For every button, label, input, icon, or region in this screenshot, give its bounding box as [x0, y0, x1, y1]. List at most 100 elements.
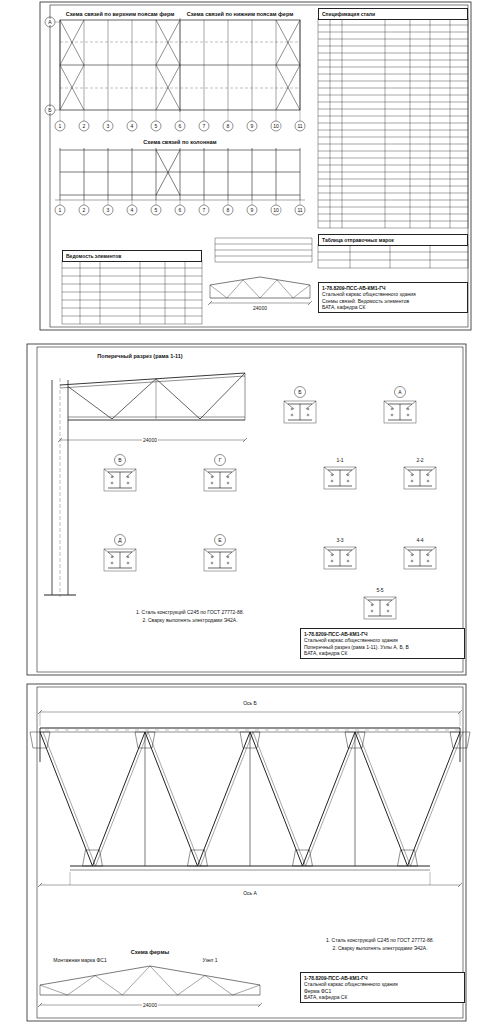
axis-leader: [300, 110, 301, 121]
axis-line: [60, 378, 61, 597]
sheet-inner-frame: [37, 347, 463, 672]
axis-leader: [204, 200, 205, 205]
axis-circle: [199, 121, 209, 131]
table-rule: [318, 151, 468, 152]
bolt: [347, 474, 349, 476]
axis-circle: [271, 121, 281, 131]
table-title: Ведомость элементов: [66, 253, 198, 259]
cross-brace: [276, 20, 300, 65]
diagonal: [200, 373, 245, 419]
drawing-code: 1-78.8209-ПСС-АБ-КМ1-ГЧ: [322, 285, 464, 291]
table-rule: [215, 256, 312, 257]
bolt: [331, 480, 333, 482]
weld-mark: [305, 730, 309, 731]
mid-post: [245, 373, 246, 420]
weld-mark: [345, 730, 349, 731]
bracing-plan: [45, 17, 305, 131]
dimension-line: [40, 885, 460, 886]
table-rule: [318, 25, 468, 26]
table-rule: [215, 250, 312, 251]
title-block: 1-78.8209-ПСС-АБ-КМ1-ГЧСтальной каркас о…: [300, 972, 465, 1003]
table-rule: [62, 284, 202, 285]
grid-line: [108, 20, 109, 110]
axis-leader: [276, 200, 277, 205]
dimension-tick: [458, 883, 462, 887]
title-block-text: Стальной каркас общественного здания: [304, 637, 461, 643]
weld-mark: [385, 730, 389, 731]
axis-label: 8: [226, 123, 231, 129]
gusset-plate: [104, 469, 136, 491]
bottom-chord: [68, 420, 245, 421]
table-rule: [318, 137, 468, 138]
axis-leader: [228, 110, 229, 121]
gusset-plate: [188, 850, 208, 866]
section-mark: 2-2: [415, 457, 424, 463]
table-rule: [318, 252, 468, 253]
axis-leader: [276, 110, 277, 121]
axis-label: 5: [154, 123, 159, 129]
table-rule: [318, 158, 468, 159]
axis-leader: [84, 200, 85, 205]
bolt: [111, 562, 113, 564]
dimension: 24000: [142, 1002, 158, 1008]
web: [220, 552, 221, 568]
weld-mark: [65, 730, 69, 731]
column: [204, 148, 205, 200]
dimension-line: [40, 712, 460, 713]
weld-mark: [45, 730, 49, 731]
bolt: [127, 556, 129, 558]
gusset-plate: [204, 469, 236, 491]
table-rule: [62, 324, 202, 325]
axis-leader: [132, 110, 133, 121]
top-chord: [60, 373, 245, 385]
detail-letter: В: [117, 457, 122, 463]
bolt: [371, 610, 373, 612]
bottom-chord: [68, 417, 245, 418]
gusset-plate: [364, 597, 396, 619]
title-block: 1-78.8209-ПСС-АБ-КМ1-ГЧСтальной каркас о…: [300, 628, 465, 659]
axis-leader: [60, 110, 61, 121]
bolt: [331, 474, 333, 476]
title-block-text: Ферма ФС1: [304, 988, 461, 994]
bolt: [347, 480, 349, 482]
node-detail: [404, 547, 436, 569]
diagonal: [227, 280, 243, 298]
bolt: [411, 560, 413, 562]
post: [310, 285, 311, 298]
column: [300, 148, 301, 200]
sheet-frame: [40, 2, 471, 330]
note: 2. Сварку выполнять электродами Э42А.: [331, 945, 428, 951]
axis-label: 11: [296, 207, 303, 213]
weld-mark: [225, 730, 229, 731]
axis-circle: [103, 205, 113, 215]
detail-letter: Д: [117, 537, 122, 543]
brace: [226, 469, 236, 477]
axis-leader: [55, 22, 60, 23]
diagonal: [210, 285, 227, 298]
axis-label: 6: [178, 123, 183, 129]
cross-brace: [276, 65, 300, 110]
bolt: [307, 414, 309, 416]
node-detail: [364, 597, 396, 619]
diagonal: [68, 387, 112, 420]
title-block-text: БАТА, кафедра СК: [322, 304, 464, 310]
node-detail: [384, 401, 416, 423]
axis-circle: [271, 205, 281, 215]
sheet-inner-frame: [37, 687, 463, 1018]
gusset-plate: [284, 401, 316, 423]
brace: [104, 549, 114, 557]
table-rule: [318, 32, 468, 33]
weld-mark: [415, 730, 419, 731]
node-detail: [104, 469, 136, 491]
table-rule: [318, 130, 468, 131]
bolt: [127, 562, 129, 564]
top-chord: [260, 277, 310, 285]
dimension-tick: [58, 438, 62, 442]
brace: [204, 549, 214, 557]
axis-leader: [180, 200, 181, 205]
cross-brace: [156, 20, 180, 65]
dimension-tick: [208, 301, 212, 305]
axis-label: 7: [202, 123, 207, 129]
weld-mark: [255, 730, 259, 731]
table-rule: [318, 109, 468, 110]
